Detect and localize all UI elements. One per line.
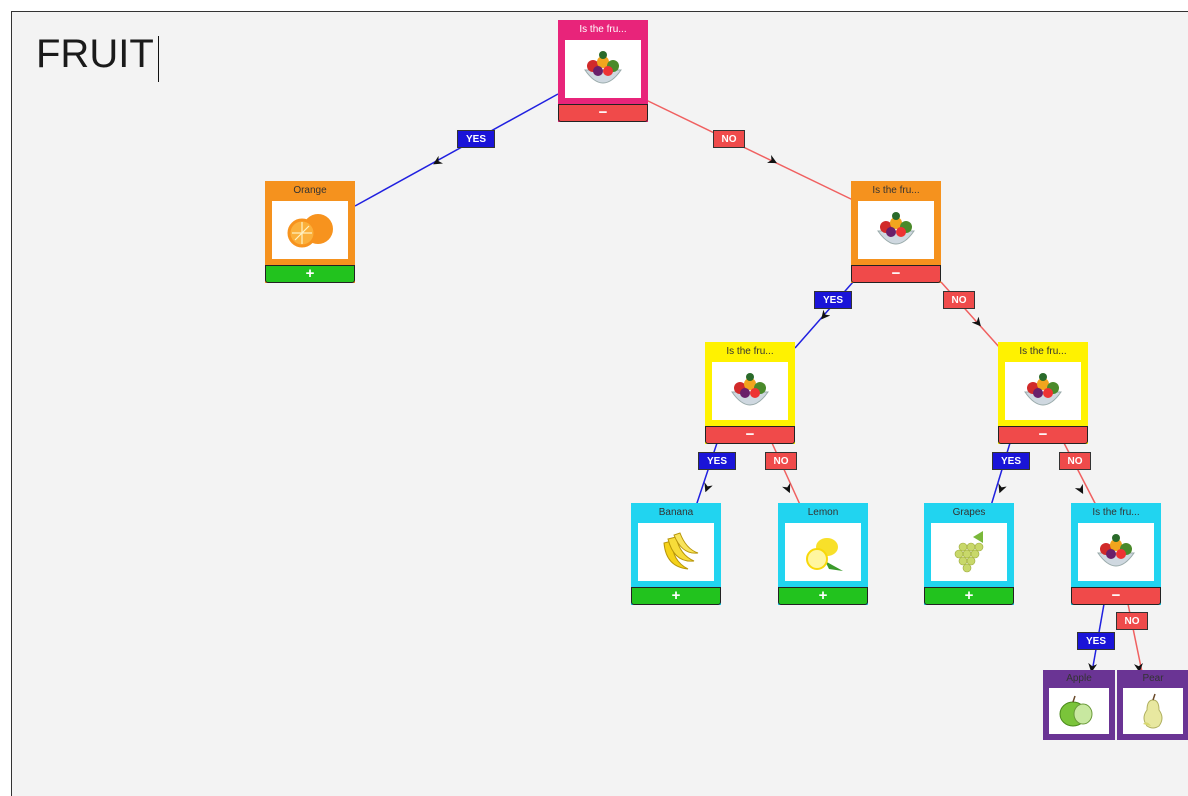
edge-label-no: NO [713,130,745,148]
node-label: Is the fru... [726,346,774,357]
leaf-node-orange[interactable]: Orange + [265,181,355,283]
fruit-bowl-icon [1005,362,1081,420]
node-label: Is the fru... [579,24,627,35]
question-node-q4[interactable]: Is the fru... − [998,342,1088,444]
leaf-node-lemon[interactable]: Lemon + [778,503,868,605]
edge-label-no: NO [1059,452,1091,470]
leaf-node-grapes[interactable]: Grapes + [924,503,1014,605]
question-node-root[interactable]: Is the fru... − [558,20,648,122]
edge-label-yes: YES [1077,632,1115,650]
page-title[interactable]: FRUIT [36,32,154,76]
decision-tree-canvas[interactable]: FRUIT [11,11,1188,796]
node-label: Orange [293,185,327,196]
node-label: Is the fru... [1019,346,1067,357]
edge-label-yes: YES [457,130,495,148]
question-node-q3[interactable]: Is the fru... − [705,342,795,444]
edge-arrow [704,482,713,493]
fruit-bowl-icon [712,362,788,420]
text-cursor [158,36,159,82]
orange-icon [272,201,348,259]
node-label: Lemon [807,507,839,518]
edge-root-q2 [645,99,854,201]
edge-label-yes: YES [992,452,1030,470]
node-label: Is the fru... [872,185,920,196]
collapse-button[interactable]: − [998,426,1088,444]
collapse-button[interactable]: − [705,426,795,444]
question-node-q5[interactable]: Is the fru... − [1071,503,1161,605]
collapse-button[interactable]: − [558,104,648,122]
node-label: Grapes [952,507,986,518]
edge-root-orange [354,93,559,207]
expand-button[interactable]: + [631,587,721,605]
edge-label-no: NO [765,452,797,470]
expand-button[interactable]: + [778,587,868,605]
expand-button[interactable]: + [924,587,1014,605]
edge-label-yes: YES [698,452,736,470]
leaf-node-apple[interactable]: Apple [1043,670,1115,740]
banana-icon [638,523,714,581]
edge-arrow [998,483,1007,494]
apple-icon [1049,688,1109,734]
fruit-bowl-icon [565,40,641,98]
grapes-icon [931,523,1007,581]
edge-label-no: NO [1116,612,1148,630]
node-label: Pear [1142,673,1164,684]
expand-button[interactable]: + [265,265,355,283]
node-label: Is the fru... [1092,507,1140,518]
fruit-bowl-icon [1078,523,1154,581]
edge-label-no: NO [943,291,975,309]
leaf-node-banana[interactable]: Banana + [631,503,721,605]
fruit-bowl-icon [858,201,934,259]
edge-label-yes: YES [814,291,852,309]
collapse-button[interactable]: − [851,265,941,283]
pear-icon [1123,688,1183,734]
collapse-button[interactable]: − [1071,587,1161,605]
leaf-node-pear[interactable]: Pear [1117,670,1188,740]
node-label: Apple [1066,673,1092,684]
node-label: Banana [658,507,694,518]
question-node-q2[interactable]: Is the fru... − [851,181,941,283]
edge-arrow [1074,483,1084,494]
lemon-icon [785,523,861,581]
